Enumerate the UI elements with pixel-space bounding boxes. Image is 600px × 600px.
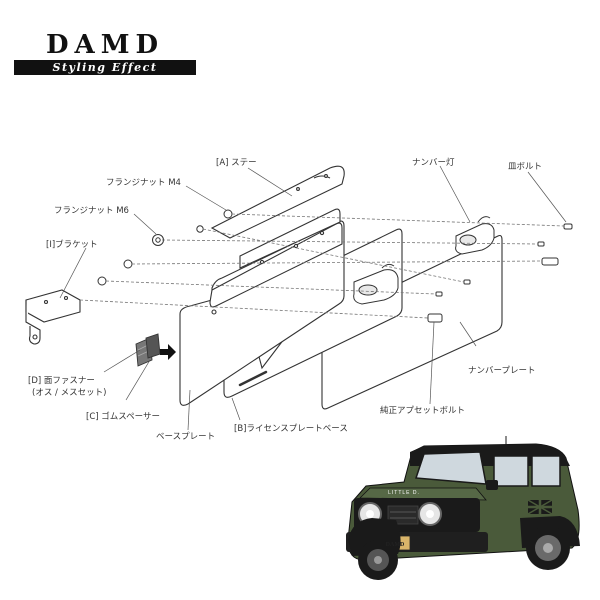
label-license-plate-base-b: [B]ライセンスプレートベース bbox=[234, 424, 348, 434]
base-plate bbox=[179, 220, 345, 406]
hood-badge-text: LITTLE D. bbox=[388, 490, 420, 496]
label-number-light: ナンバー灯 bbox=[412, 158, 455, 168]
label-flange-nut-m6: フランジナット M6 bbox=[54, 206, 129, 216]
logo-tagline: Styling Effect bbox=[14, 60, 196, 75]
leader-lines bbox=[59, 165, 567, 431]
insert-arrow bbox=[160, 344, 176, 360]
flange-nuts bbox=[97, 209, 233, 286]
bolts bbox=[427, 223, 573, 323]
bracket-i bbox=[25, 289, 81, 345]
label-flange-nut-m4: フランジナット M4 bbox=[106, 178, 181, 188]
label-bracket-i: [I]ブラケット bbox=[46, 240, 98, 250]
label-surface-fastener-sub: (オス / メスセット) bbox=[32, 388, 107, 398]
upper-stay-bar bbox=[210, 165, 345, 239]
label-number-plate: ナンバープレート bbox=[468, 366, 536, 376]
rubber-spacer-c bbox=[145, 333, 161, 359]
label-rubber-spacer-c: [C] ゴムスペーサー bbox=[86, 412, 161, 422]
label-oem-bolt: 純正アプセットボルト bbox=[380, 406, 466, 416]
number-light-upper bbox=[455, 216, 495, 255]
stay-bracket-a bbox=[209, 208, 343, 308]
damd-logo: DAMD Styling Effect bbox=[14, 32, 196, 75]
side-flag-decal bbox=[527, 499, 553, 515]
label-countersunk-bolt: 皿ボルト bbox=[508, 162, 543, 172]
label-surface-fastener-d: [D] 面ファスナー bbox=[28, 376, 95, 386]
logo-brand-text: DAMD bbox=[45, 30, 165, 60]
plate-brand-text: DAMD bbox=[386, 542, 405, 548]
number-light-lower bbox=[353, 263, 399, 305]
label-base-plate: ベースプレート bbox=[156, 432, 216, 442]
assembly-axes bbox=[79, 213, 565, 319]
vehicle-illustration: LITTLE D. DAMD bbox=[346, 436, 580, 580]
label-stay-a: [A] ステー bbox=[216, 158, 257, 168]
